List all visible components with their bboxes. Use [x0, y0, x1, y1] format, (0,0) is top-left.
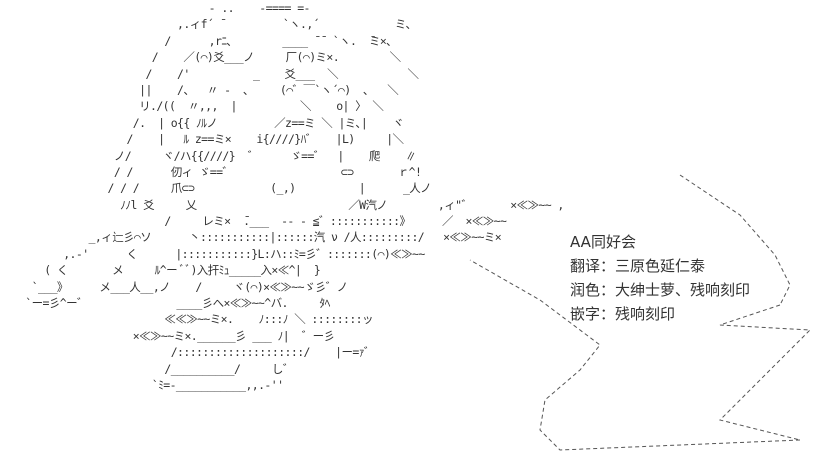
art-line: ﾉﾉl 爻 乂 ／W汽ノ ,ィ"゛ ×≪≫~~ ,: [0, 197, 564, 212]
art-line: /__________/ し゛: [0, 361, 294, 376]
art-line: ≪≪≫~~ミ×. ﾉ:::ﾉ ＼ ::::::::ッ: [0, 312, 373, 327]
art-line: ×≪≫~~ミ×.______彡 ___ ﾉ| ゛ー彡: [0, 328, 335, 343]
art-line: / /' _ 爻___ ＼ ＼: [0, 66, 419, 81]
ascii-art: - .. -==== =- ,.ィf´ ̄ `ヽ.,´ ミ､ / ,rﾆ､ __…: [0, 1, 564, 392]
art-line: / レミ× ̄.___ -- - ≦゛:::::::::::》 ／ ×≪≫~~: [0, 214, 507, 229]
art-line: /. | o{{ ﾉﾙノ ／z==ミ ＼ |ミ､| ヾ: [0, 115, 404, 130]
art-line: ( く メ ﾙ^ー ﾞﾞ)入扞ﾐｭ_____入×≪^| }: [0, 263, 321, 278]
art-line: / | ﾙ z==ミ× i{////}ﾊ゛ |L) |＼: [0, 132, 404, 147]
art-line: - .. -==== =-: [0, 1, 311, 15]
art-line: `___》 メ___人__,ノ / ヾ(⌒)×≪≫~~ゞ彡゛ノ: [0, 279, 349, 294]
credits-translation: 翻译：三原色延仁泰: [570, 257, 706, 275]
credits-title: AA同好会: [570, 233, 636, 251]
art-line: リ./(( 〃,,, | ＼ o| 〉 ＼: [0, 99, 384, 114]
art-line: ,.-' く |:::::::::::}L:ハ::ﾐ=彡゛:::::::(⌒)≪…: [0, 246, 425, 261]
art-line: / ,rﾆ､ ____ ̄ ̄ `ヽ. ̄ミ×､: [0, 33, 392, 48]
art-line: ノ/ ヾ/ハ{{////} ゛ ゞ==゛ | 爬 ∥: [0, 148, 417, 163]
art-line: / / 仞ィ ゞ==゛ ⊂⊃ ｒ^!: [0, 164, 422, 179]
art-line: / / / 爪⊂⊃ (_,) | _人ノ: [0, 181, 432, 196]
credits-typesetting: 嵌字：残响刻印: [570, 305, 676, 323]
art-line: `ー=彡^ー゛ ____彡へ×≪≫~~^バ. ﾀﾍ: [0, 296, 330, 311]
art-line: `ﾐ=-___________,,.-'': [0, 377, 284, 392]
art-line: _,ィ辷彡⌒ソ 丶:::::::::::|::::::汽 ν /人:::::::…: [0, 230, 502, 245]
credits-block: AA同好会 翻译：三原色延仁泰 润色：大绅士萝、残响刻印 嵌字：残响刻印: [570, 230, 750, 326]
credits-editing: 润色：大绅士萝、残响刻印: [570, 281, 751, 299]
art-line: /::::::::::::::::::::/ |ー=ｧ゛: [0, 345, 376, 360]
art-line: || /、 〃 - ､ (⌒゛￣`ヽ´⌒) ､ ＼: [0, 82, 399, 97]
art-line: / ／(⌒)爻___ノ 厂(⌒)ミ×. ＼: [0, 50, 401, 65]
art-line: ,.ィf´ ̄ `ヽ.,´ ミ､: [0, 17, 412, 32]
